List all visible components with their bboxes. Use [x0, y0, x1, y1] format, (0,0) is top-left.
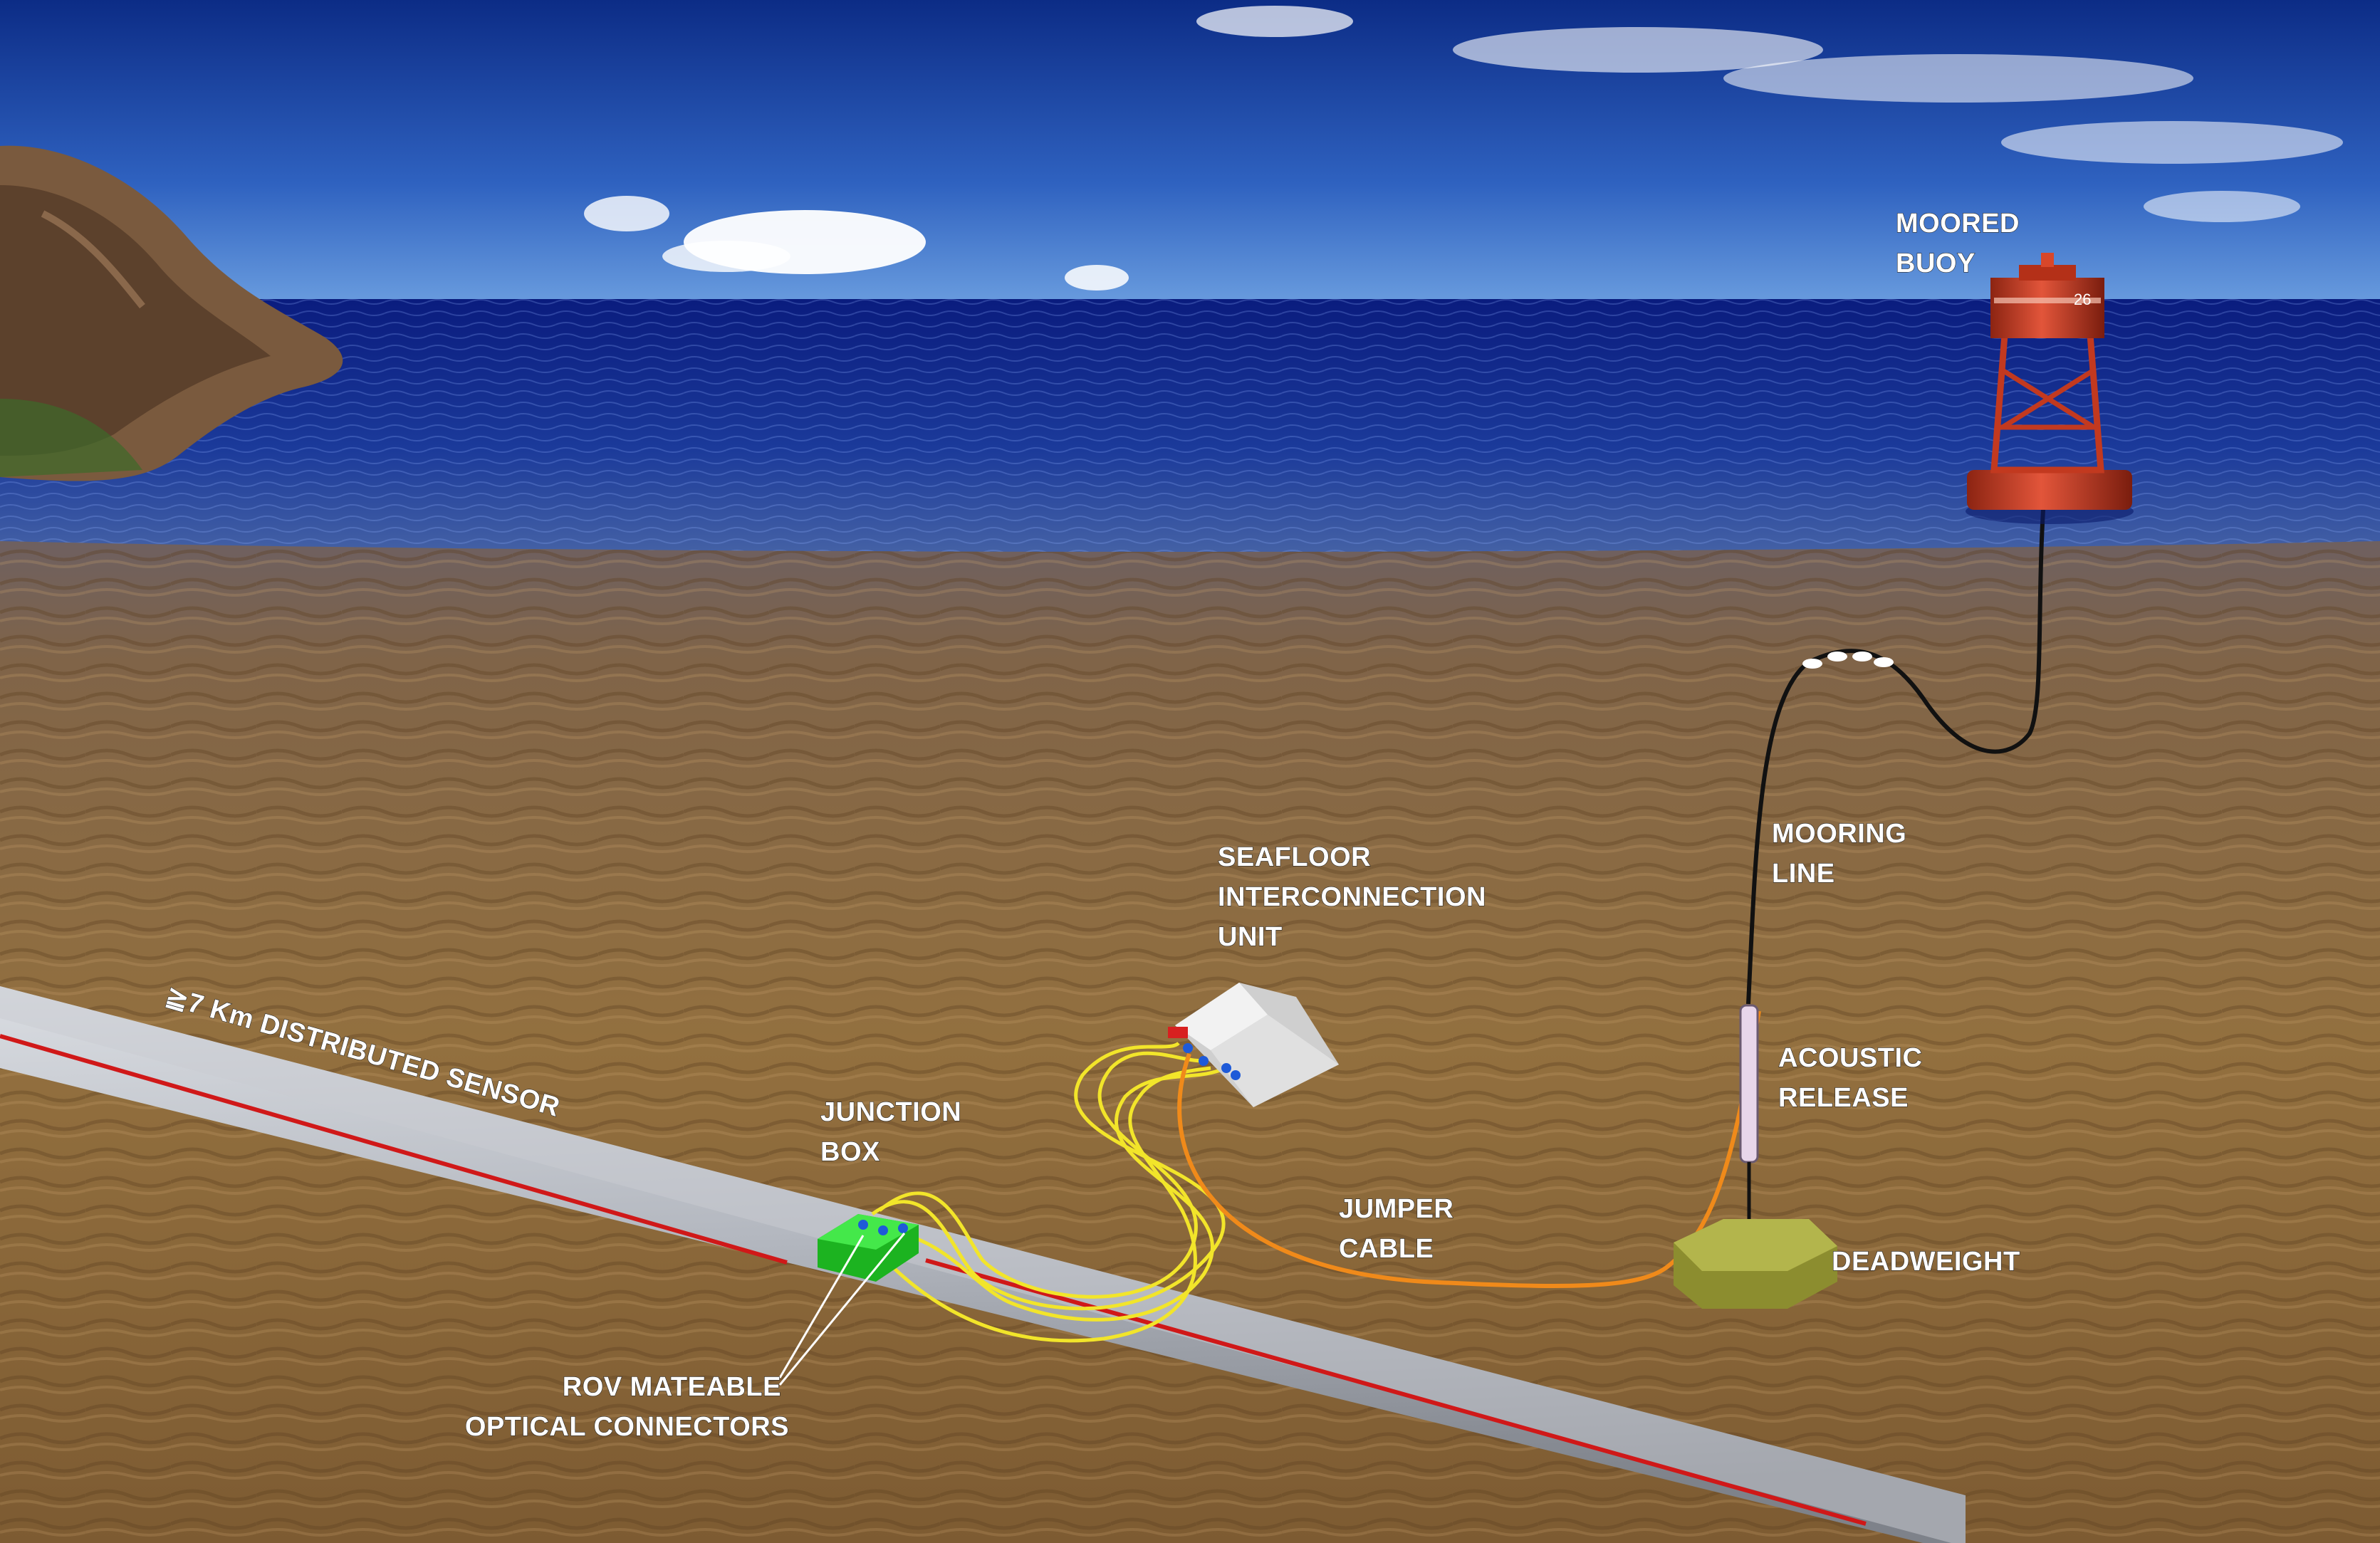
connector-leader-lines — [778, 1233, 906, 1386]
junction-box — [818, 1214, 919, 1282]
mooring-line-label: MOORING LINE — [1772, 819, 1914, 889]
jumper-cable-label: JUMPER CABLE — [1339, 1194, 1461, 1264]
junction-box-label: JUNCTION BOX — [820, 1097, 969, 1167]
rov-connectors-label-line: OPTICAL CONNECTORS — [465, 1412, 789, 1442]
jumper-cable — [1177, 1010, 1761, 1288]
sky — [0, 0, 2380, 306]
acoustic-release-label-line: ACOUSTIC — [1778, 1043, 1922, 1073]
coastal-cliff — [0, 145, 343, 481]
seafloor-unit-label-line: INTERCONNECTION — [1218, 882, 1486, 912]
acoustic-release-label-line: RELEASE — [1778, 1083, 1909, 1113]
optical-fibers — [853, 1041, 1226, 1343]
moored-buoy-label: MOORED BUOY — [1896, 209, 2027, 278]
seafloor-unit-label: SEAFLOOR INTERCONNECTION UNIT — [1218, 842, 1494, 952]
buoy-number: 26 — [2074, 291, 2091, 308]
mooring-line-label-line: MOORING — [1772, 819, 1906, 849]
sensor-stripe — [925, 1258, 1867, 1526]
junction-box-label-line: JUNCTION — [820, 1097, 961, 1127]
deadweight-label: DEADWEIGHT — [1832, 1247, 2020, 1277]
acoustic-release-label: ACOUSTIC RELEASE — [1778, 1043, 1931, 1113]
seafloor-unit-label-line: UNIT — [1218, 922, 1283, 952]
seafloor-interconnection-unit — [1168, 983, 1339, 1107]
rov-connectors-label-line: ROV MATEABLE — [563, 1372, 781, 1402]
distributed-sensor-cable — [0, 986, 1966, 1543]
moored-buoy: 26 — [1966, 253, 2134, 524]
deadweight-block — [1674, 1219, 1837, 1309]
seafloor-unit-label-line: SEAFLOOR — [1218, 842, 1371, 872]
junction-box-label-line: BOX — [820, 1137, 880, 1167]
rov-connectors-label: ROV MATEABLE OPTICAL CONNECTORS — [465, 1372, 789, 1442]
moored-buoy-label-line: BUOY — [1896, 249, 1975, 278]
floats — [1802, 652, 1894, 669]
mooring-line-label-line: LINE — [1772, 859, 1835, 889]
jumper-cable-label-line: CABLE — [1339, 1234, 1434, 1264]
mooring-line — [1746, 498, 2046, 1005]
clouds — [584, 6, 2343, 291]
sensor-stripe — [0, 1034, 788, 1265]
moored-buoy-label-line: MOORED — [1896, 209, 2020, 239]
jumper-cable-label-line: JUMPER — [1339, 1194, 1453, 1224]
